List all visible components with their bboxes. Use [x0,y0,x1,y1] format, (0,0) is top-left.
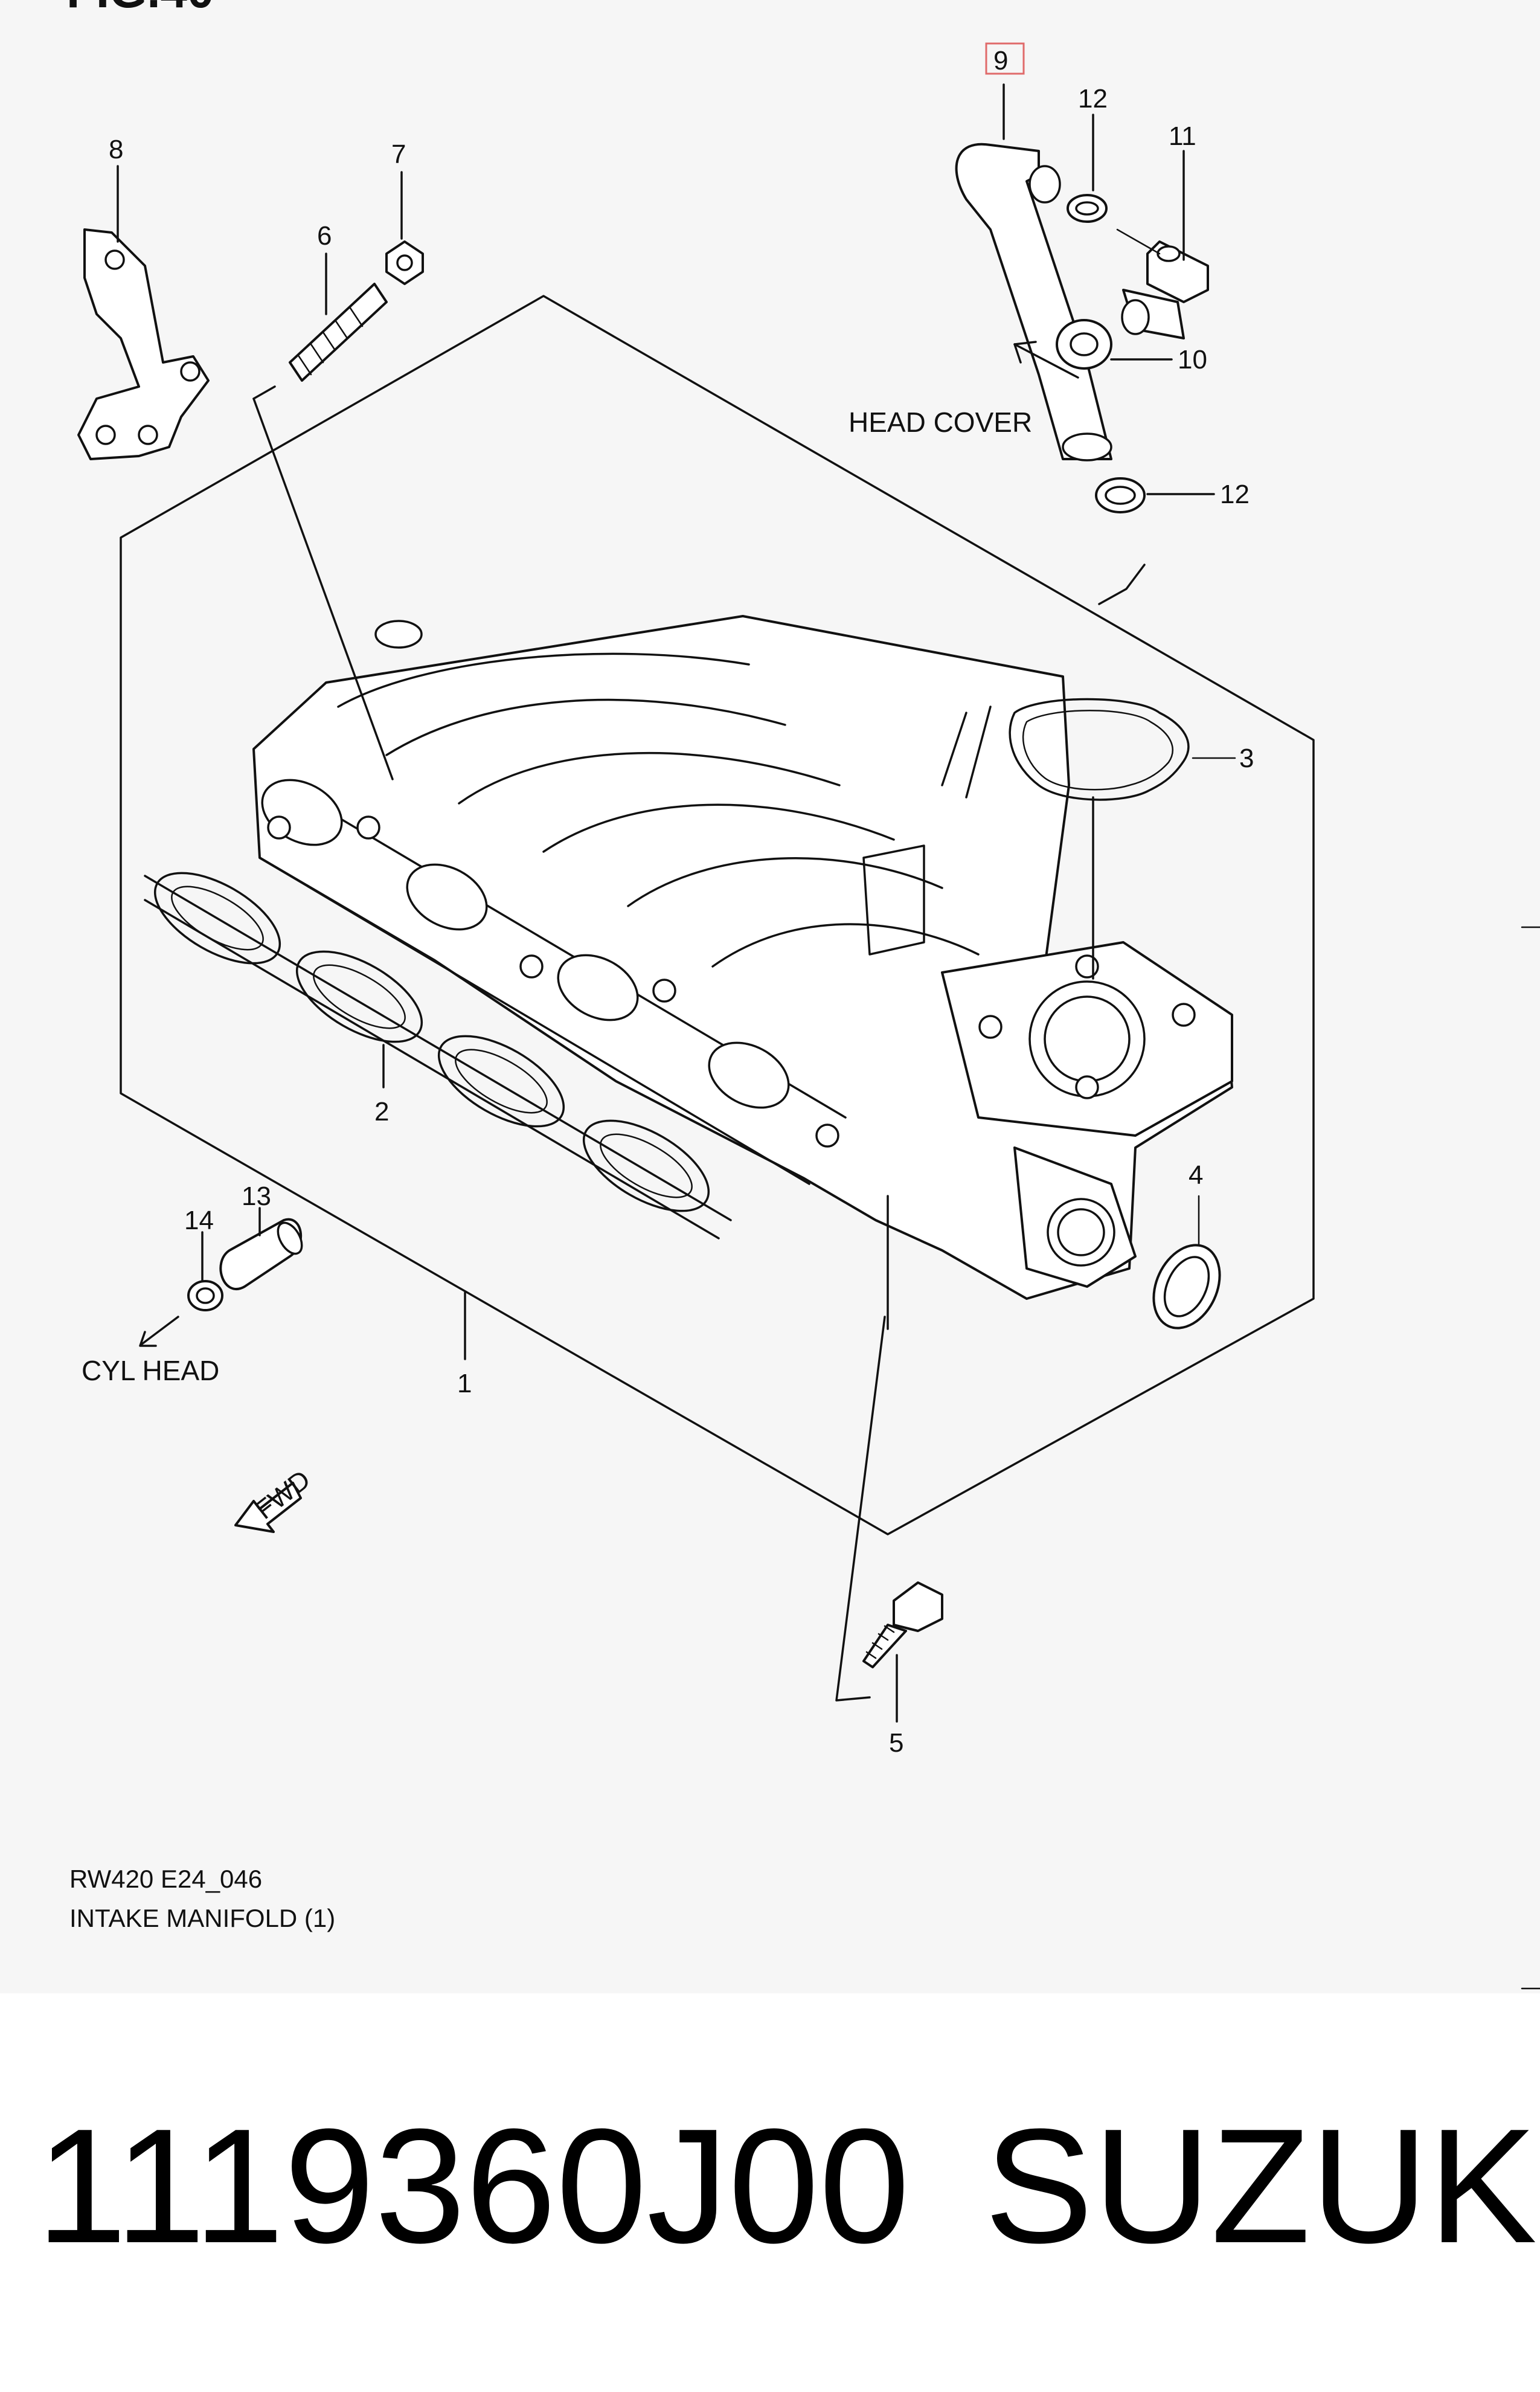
part-number: 1119360J00 [36,2095,910,2277]
head-cover-label: HEAD COVER [849,407,1032,438]
cyl-head-clamp [187,1280,223,1311]
callout-3: 3 [1239,744,1254,773]
stud-install-tick [252,385,276,400]
head-cover-arrow-line [1013,343,1079,379]
callout-9: 9 [993,46,1008,76]
callout-5: 5 [889,1728,903,1758]
callout-12-upper: 12 [1078,84,1108,114]
callout-8: 8 [109,135,123,164]
flange-bolt [862,1581,943,1668]
callout-10: 10 [1178,345,1207,375]
hose-clamp-upper [1067,194,1108,223]
pcv-connector [1121,240,1209,339]
cyl-head-arrow-line [141,1316,179,1345]
hose-clamp-lower [1095,477,1146,513]
intake-manifold-gasket [144,872,732,1239]
callout-1: 1 [457,1369,472,1398]
callout-13: 13 [242,1182,271,1211]
callout-6: 6 [317,221,332,251]
assembly-boundary [120,295,1315,1535]
cyl-head-arrow-head [139,1331,157,1347]
fwd-arrow: FWD [234,1465,316,1533]
clamp-install-line [1098,564,1146,605]
callout-14: 14 [184,1206,214,1235]
callout-4: 4 [1189,1160,1203,1190]
callout-7: 7 [391,140,406,169]
figure-name: INTAKE MANIFOLD (1) [69,1904,335,1932]
stud-bolt [289,283,388,382]
bolt-install-line [835,1316,886,1702]
diagram-panel: FIG.40 [66,0,1540,1990]
hex-nut [385,240,424,285]
cyl-head-hose [219,1218,303,1290]
highlight-box-9 [985,42,1025,75]
pcv-valve [1056,319,1112,370]
exploded-parts-diagram: FIG.40 [66,0,1540,1990]
pcv-hose [955,143,1112,461]
callout-12-lower: 12 [1220,480,1250,509]
head-cover-arrow-head [1013,341,1037,364]
cyl-head-label: CYL HEAD [82,1355,219,1386]
figure-title: FIG.40 [66,0,214,18]
mounting-bracket [77,228,210,460]
footer-band [0,1993,1540,2392]
throttle-body-gasket [1009,698,1190,801]
intake-manifold [252,615,1233,1300]
seal-ring [1152,1244,1221,1329]
stud-install-line [252,397,394,780]
callout-2: 2 [374,1097,389,1127]
brand-name: SUZUKI [984,2095,1540,2277]
figure-code: RW420 E24_046 [69,1865,262,1893]
callout-11: 11 [1169,121,1196,151]
connector-link [1116,228,1161,255]
